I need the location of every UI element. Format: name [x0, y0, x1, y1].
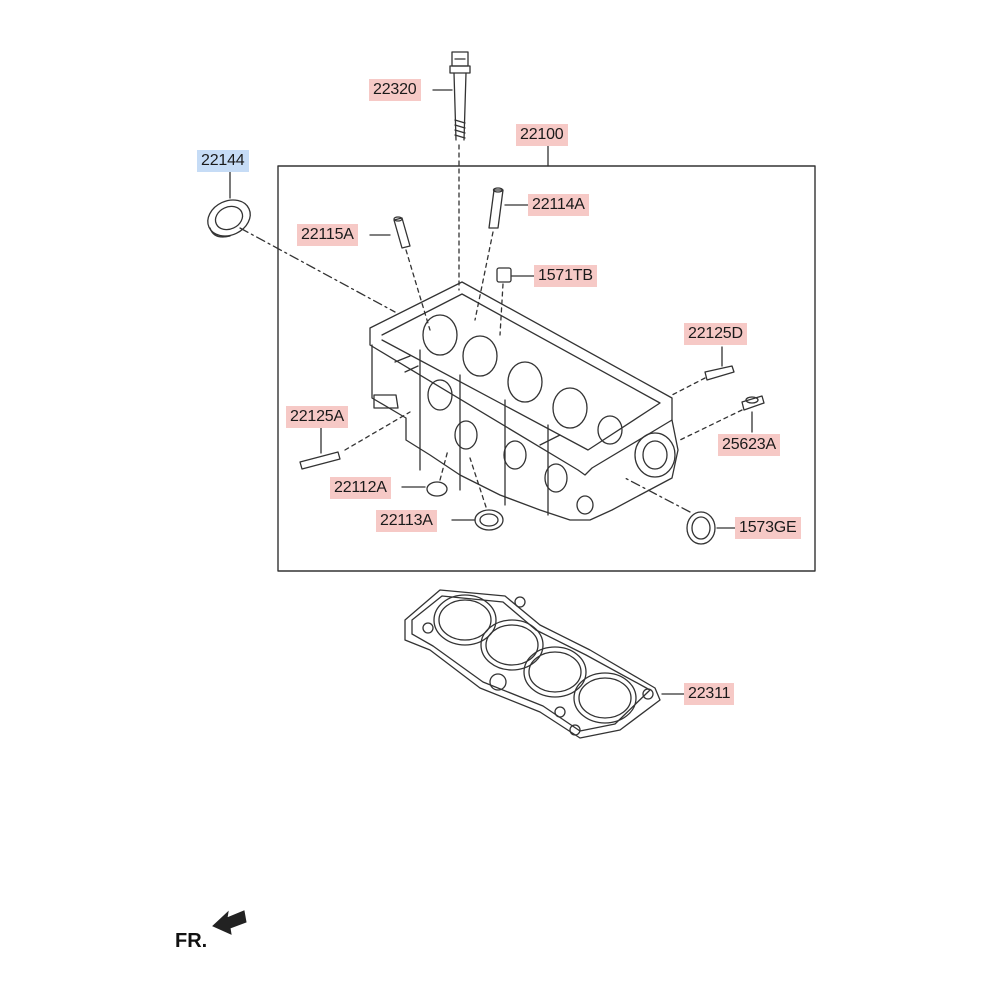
seal-22113A — [451, 457, 504, 531]
label-1571TB[interactable]: 1571TB — [534, 265, 597, 287]
oil-seal-22144 — [207, 171, 396, 313]
dowel-22114A — [474, 187, 529, 321]
pin-25623A — [679, 395, 765, 441]
label-22311[interactable]: 22311 — [684, 683, 735, 705]
front-marker: FR. — [175, 930, 208, 952]
label-25623A[interactable]: 25623A — [718, 434, 780, 456]
label-22125A[interactable]: 22125A — [286, 406, 348, 428]
label-22115A[interactable]: 22115A — [297, 224, 358, 246]
label-22114A[interactable]: 22114A — [528, 194, 589, 216]
label-22113A[interactable]: 22113A — [376, 510, 437, 532]
head-bolt-22320 — [432, 51, 471, 291]
plug-22112A — [401, 449, 449, 497]
stud-22125D — [671, 346, 735, 396]
label-1573GE[interactable]: 1573GE — [735, 517, 801, 539]
plug-1571TB — [496, 267, 535, 336]
label-22125D[interactable]: 22125D — [684, 323, 747, 345]
front-arrow-icon — [212, 910, 247, 935]
label-22112A[interactable]: 22112A — [330, 477, 391, 499]
cylinder-head — [369, 281, 679, 521]
stud-22125A — [299, 411, 411, 470]
dowel-22115A — [369, 216, 431, 331]
seal-1573GE — [624, 477, 739, 545]
label-22100[interactable]: 22100 — [516, 124, 568, 146]
head-gasket-22311 — [404, 589, 685, 739]
assembly-frame — [277, 165, 816, 572]
label-22320[interactable]: 22320 — [369, 79, 421, 101]
label-22144[interactable]: 22144 — [197, 150, 249, 172]
